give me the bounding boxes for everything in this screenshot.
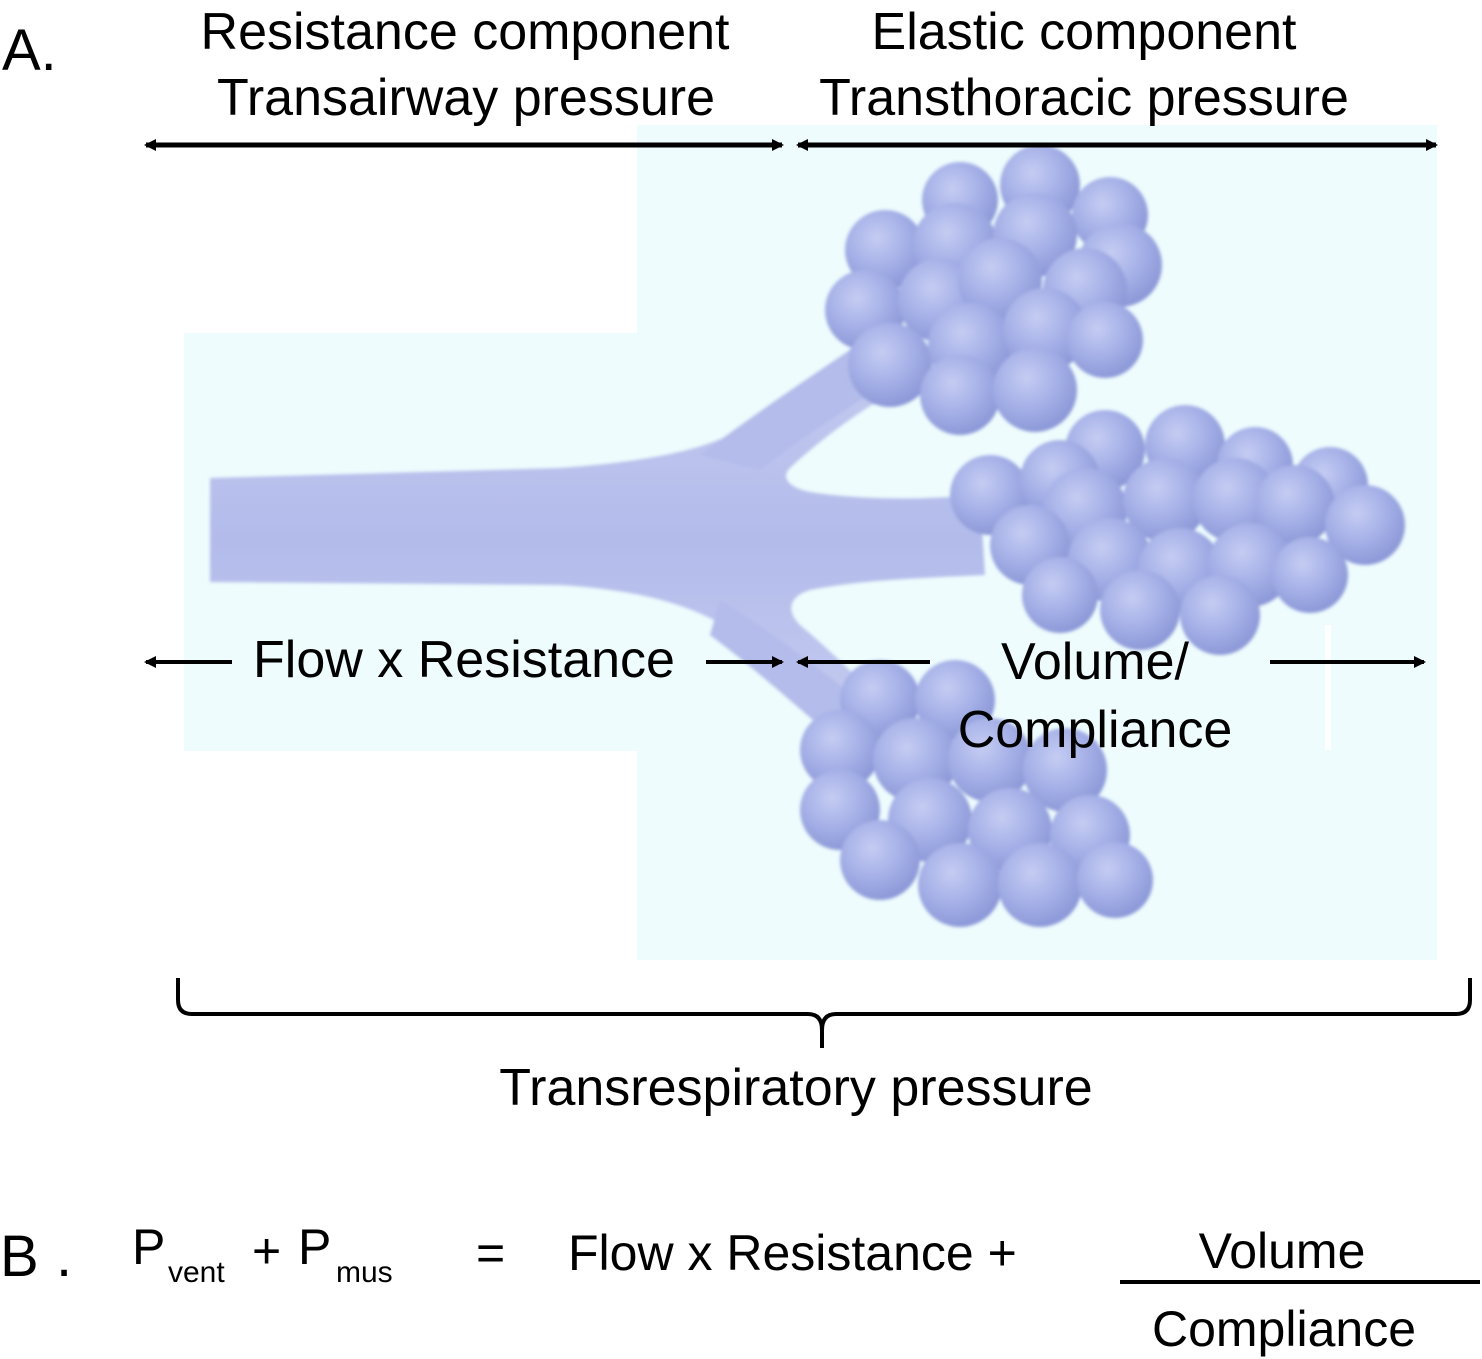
alveoli-middle xyxy=(950,405,1405,655)
panel-a-label: A. xyxy=(2,18,57,83)
alveoli-upper xyxy=(825,145,1162,435)
p-vent-subscript: vent xyxy=(168,1256,225,1289)
volume-label: Volume/ xyxy=(1001,633,1189,691)
flow-resistance-label: Flow x Resistance xyxy=(253,631,675,689)
fraction-numerator: Volume xyxy=(1198,1223,1366,1279)
elastic-title: Elastic component xyxy=(871,3,1297,61)
alveoli-lower xyxy=(800,660,1153,927)
equals-sign: = xyxy=(476,1225,506,1281)
resistance-title: Resistance component xyxy=(200,3,730,61)
fraction-denominator: Compliance xyxy=(1151,1301,1417,1357)
p-mus-subscript: mus xyxy=(336,1256,393,1289)
flow-resistance-term: Flow x Resistance + xyxy=(568,1225,1017,1281)
total-brace xyxy=(176,978,1472,1048)
compliance-label: Compliance xyxy=(957,701,1233,759)
transairway-title: Transairway pressure xyxy=(216,69,716,127)
p-mus-symbol: P xyxy=(298,1219,332,1275)
transthoracic-title: Transthoracic pressure xyxy=(819,69,1349,127)
p-vent-symbol: P xyxy=(132,1219,166,1275)
panel-b-label: B xyxy=(0,1224,39,1289)
plus-sign: + xyxy=(252,1223,282,1279)
transrespiratory-label: Transrespiratory pressure xyxy=(499,1059,1093,1117)
panel-b-dot: . xyxy=(56,1224,73,1289)
